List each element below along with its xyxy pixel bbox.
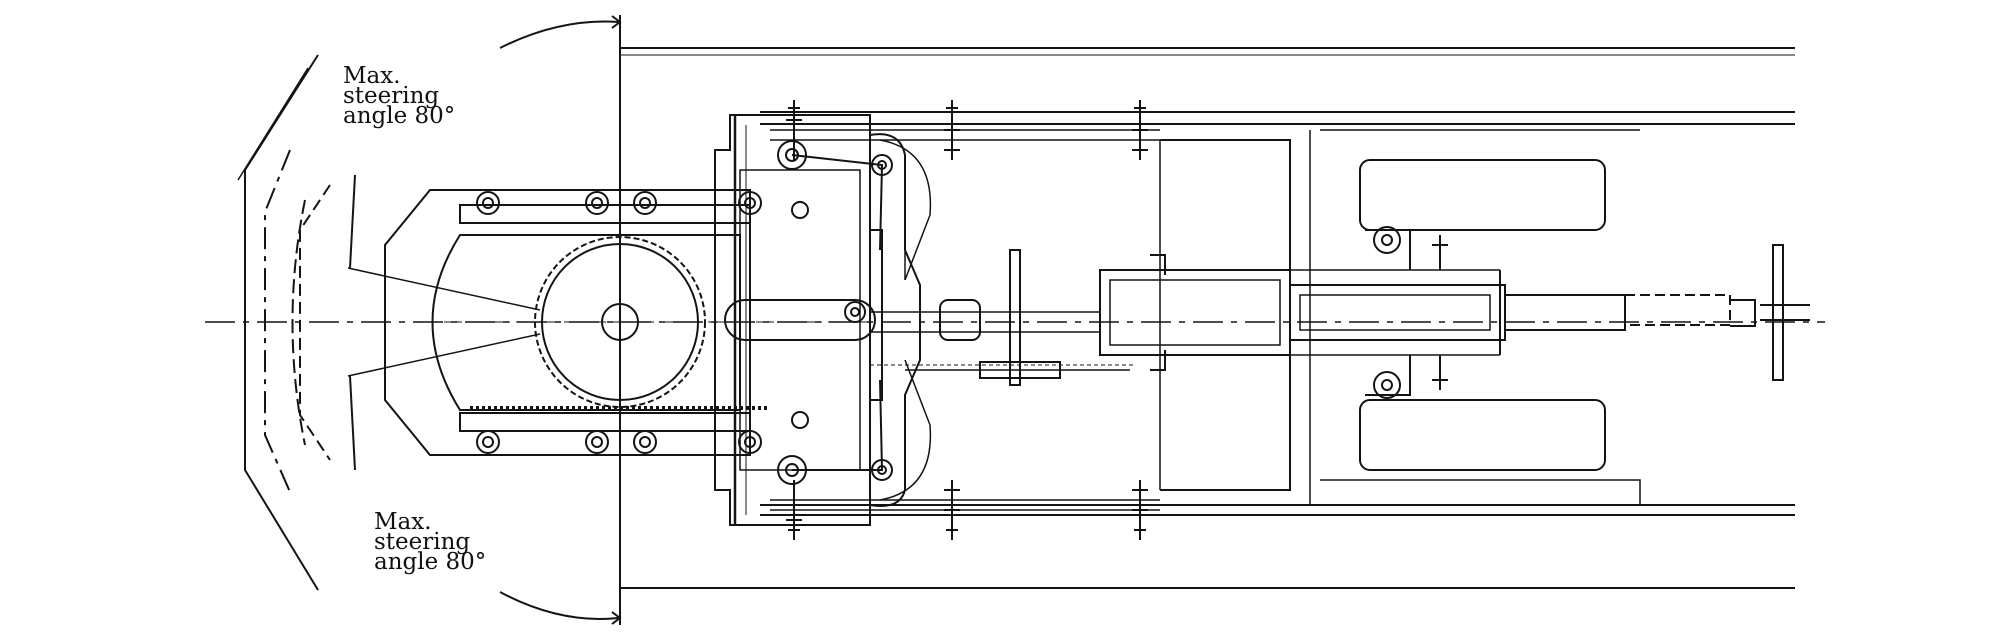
annotation-line: Max. [343, 63, 401, 89]
annotation-line: angle 80° [374, 549, 487, 575]
annotation-max-steering-top: Max. steering angle 80° [343, 63, 456, 129]
tie-rod [870, 249, 1130, 386]
frame-bolts [786, 100, 1148, 540]
cylinder-box [1160, 139, 1291, 491]
linkage-levers [777, 140, 893, 485]
annotation-line: steering [374, 529, 471, 555]
annotation-line: Max. [374, 509, 432, 535]
steering-arc-bottom [499, 591, 619, 620]
rear-mounts [1320, 129, 1641, 505]
annotation-line: steering [343, 83, 440, 109]
cylinder-rod [1099, 244, 1810, 381]
steering-arc-top [499, 20, 619, 49]
annotation-max-steering-bottom: Max. steering angle 80° [374, 509, 487, 575]
max-angle-outline-top [244, 54, 319, 591]
front-housing [384, 189, 751, 456]
annotation-line: angle 80° [343, 103, 456, 129]
housing-bolts [476, 191, 762, 454]
